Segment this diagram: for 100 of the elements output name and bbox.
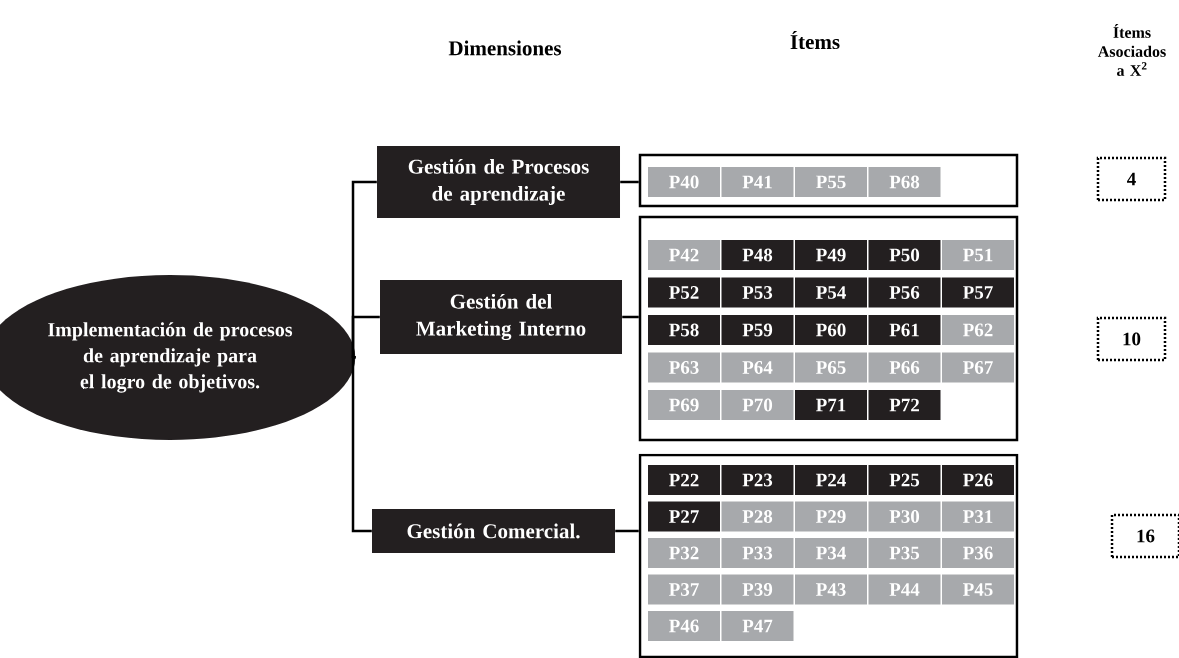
dimension-box: Gestión del Marketing Interno — [380, 280, 622, 354]
node-label: P40 — [669, 175, 699, 189]
item-cell: P44 — [868, 574, 941, 605]
node-label: P34 — [816, 546, 846, 560]
connector-line — [615, 529, 639, 533]
count-box: 4 — [1096, 156, 1167, 202]
item-cell: P24 — [795, 465, 867, 495]
node-label: P24 — [816, 473, 846, 487]
node-label: P70 — [742, 398, 773, 412]
item-cell: P28 — [721, 501, 794, 532]
items-frame — [638, 153, 1019, 208]
item-cell: P45 — [942, 574, 1014, 605]
item-cell: P42 — [648, 240, 720, 270]
node-label: P45 — [963, 583, 993, 596]
item-cell: P65 — [795, 352, 867, 383]
item-cell: P27 — [648, 501, 720, 532]
node-label: P57 — [963, 286, 993, 299]
node-label: P72 — [889, 398, 919, 412]
node-label: P29 — [816, 510, 846, 523]
column-heading: Ítems — [790, 30, 840, 50]
node-label: P35 — [889, 546, 920, 560]
node-label: P36 — [963, 546, 993, 560]
node-label: P59 — [742, 323, 773, 337]
node-label: P23 — [742, 473, 773, 487]
items-frame — [638, 215, 1019, 442]
node-label: P39 — [742, 583, 773, 596]
node-label: P58 — [669, 323, 699, 337]
item-cell: P58 — [648, 315, 720, 345]
node-label: P56 — [889, 286, 920, 299]
node-label: P65 — [816, 361, 846, 374]
item-cell: P34 — [795, 538, 867, 568]
item-cell: P37 — [648, 574, 720, 605]
node-label: P25 — [889, 473, 920, 487]
item-cell: P50 — [868, 240, 941, 270]
item-cell: P25 — [868, 465, 941, 495]
node-label: P54 — [816, 286, 846, 299]
item-cell: P67 — [942, 352, 1014, 383]
item-cell: P29 — [795, 501, 867, 532]
item-cell: P52 — [648, 277, 720, 308]
node-label: P60 — [816, 323, 846, 337]
node-label: P52 — [669, 286, 699, 299]
item-cell: P69 — [648, 390, 720, 420]
connector-line — [622, 315, 639, 319]
dimension-box: Gestión Comercial. — [372, 509, 615, 553]
item-cell: P68 — [868, 167, 941, 197]
item-cell: P41 — [721, 167, 794, 197]
node-label: P55 — [816, 175, 846, 189]
node-label: P69 — [669, 398, 699, 412]
node-label: P31 — [963, 510, 993, 523]
node-label: P64 — [742, 361, 773, 374]
item-cell: P66 — [868, 352, 941, 383]
node-label: P71 — [816, 398, 846, 412]
items-frame — [638, 453, 1019, 658]
item-cell: P56 — [868, 277, 941, 308]
item-cell: P61 — [868, 315, 941, 345]
item-cell: P62 — [942, 315, 1014, 345]
node-label: P33 — [742, 546, 773, 560]
node-label: P28 — [742, 510, 773, 523]
item-cell: P54 — [795, 277, 867, 308]
node-label: P22 — [669, 473, 699, 487]
item-cell: P70 — [721, 390, 794, 420]
item-cell: P43 — [795, 574, 867, 605]
node-label: P46 — [669, 619, 699, 633]
item-cell: P71 — [795, 390, 867, 420]
item-cell: P48 — [721, 240, 794, 270]
connector-line — [351, 355, 372, 533]
item-cell: P36 — [942, 538, 1014, 568]
item-cell: P39 — [721, 574, 794, 605]
node-label: P37 — [669, 583, 699, 596]
node-label: P41 — [742, 175, 772, 189]
count-box: 16 — [1110, 513, 1179, 559]
item-cell: P40 — [648, 167, 720, 197]
node-label: P32 — [669, 546, 699, 560]
item-cell: P72 — [868, 390, 941, 420]
item-cell: P30 — [868, 501, 941, 532]
dimension-box: Gestión de Procesos de aprendizaje — [377, 146, 620, 218]
node-label: P61 — [889, 323, 919, 337]
node-label: P49 — [816, 248, 846, 262]
item-cell: P26 — [942, 465, 1014, 495]
connector-line — [351, 315, 380, 359]
node-label: P66 — [889, 361, 920, 374]
node-label: P43 — [816, 583, 846, 596]
item-cell: P53 — [721, 277, 794, 308]
item-cell: P31 — [942, 501, 1014, 532]
connector-line — [620, 180, 639, 184]
node-label: P48 — [742, 248, 773, 262]
item-cell: P64 — [721, 352, 794, 383]
item-cell: P55 — [795, 167, 867, 197]
item-cell: P33 — [721, 538, 794, 568]
node-label: P68 — [889, 175, 920, 189]
item-cell: P32 — [648, 538, 720, 568]
node-label: P63 — [669, 361, 699, 374]
node-label: P44 — [889, 583, 920, 596]
item-cell: P46 — [648, 611, 720, 641]
item-cell: P63 — [648, 352, 720, 383]
item-cell: P57 — [942, 277, 1014, 308]
node-label: P67 — [963, 361, 993, 374]
item-cell: P23 — [721, 465, 794, 495]
node-label: P26 — [963, 473, 993, 487]
column-heading: Ítems Asociados a X$^{2}$ — [1097, 24, 1166, 76]
